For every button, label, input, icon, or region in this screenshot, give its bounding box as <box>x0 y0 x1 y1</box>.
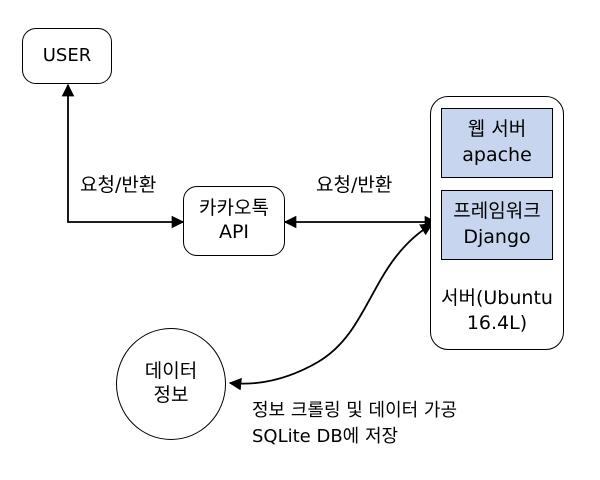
user-api-connector <box>61 83 185 229</box>
apache-label: apache <box>462 144 532 166</box>
server-os-caption: 서버(Ubuntu 16.4L) <box>430 286 564 335</box>
request-response-label-left: 요청/반환 <box>80 174 157 196</box>
web-server-box: 웹 서버 apache <box>441 108 553 178</box>
server-os-caption-line2: 16.4L) <box>466 311 528 334</box>
server-os-caption-line1: 서버(Ubuntu <box>441 287 553 309</box>
crawling-note-line1: 정보 크롤링 및 데이터 가공 <box>252 400 458 421</box>
django-label: Django <box>463 226 531 248</box>
request-response-label-right: 요청/반환 <box>316 174 393 196</box>
django-data-connector <box>228 223 434 391</box>
user-box: USER <box>22 28 112 84</box>
kakaotalk-api-box: 카카오톡 API <box>183 186 285 256</box>
framework-box: 프레임워크 Django <box>441 190 553 260</box>
data-info-label-line1: 데이터 <box>144 360 198 383</box>
kakaotalk-api-label-line2: API <box>218 221 250 243</box>
data-info-circle: 데이터 정보 <box>116 328 226 440</box>
data-info-label-line2: 정보 <box>153 384 189 406</box>
kakaotalk-api-label-line1: 카카오톡 <box>199 197 269 220</box>
web-server-label: 웹 서버 <box>467 118 527 141</box>
crawling-note-line2: SQLite DB에 저장 <box>252 426 399 448</box>
crawling-note: 정보 크롤링 및 데이터 가공 SQLite DB에 저장 <box>252 398 457 450</box>
framework-label: 프레임워크 <box>453 200 541 223</box>
user-label: USER <box>42 44 92 66</box>
